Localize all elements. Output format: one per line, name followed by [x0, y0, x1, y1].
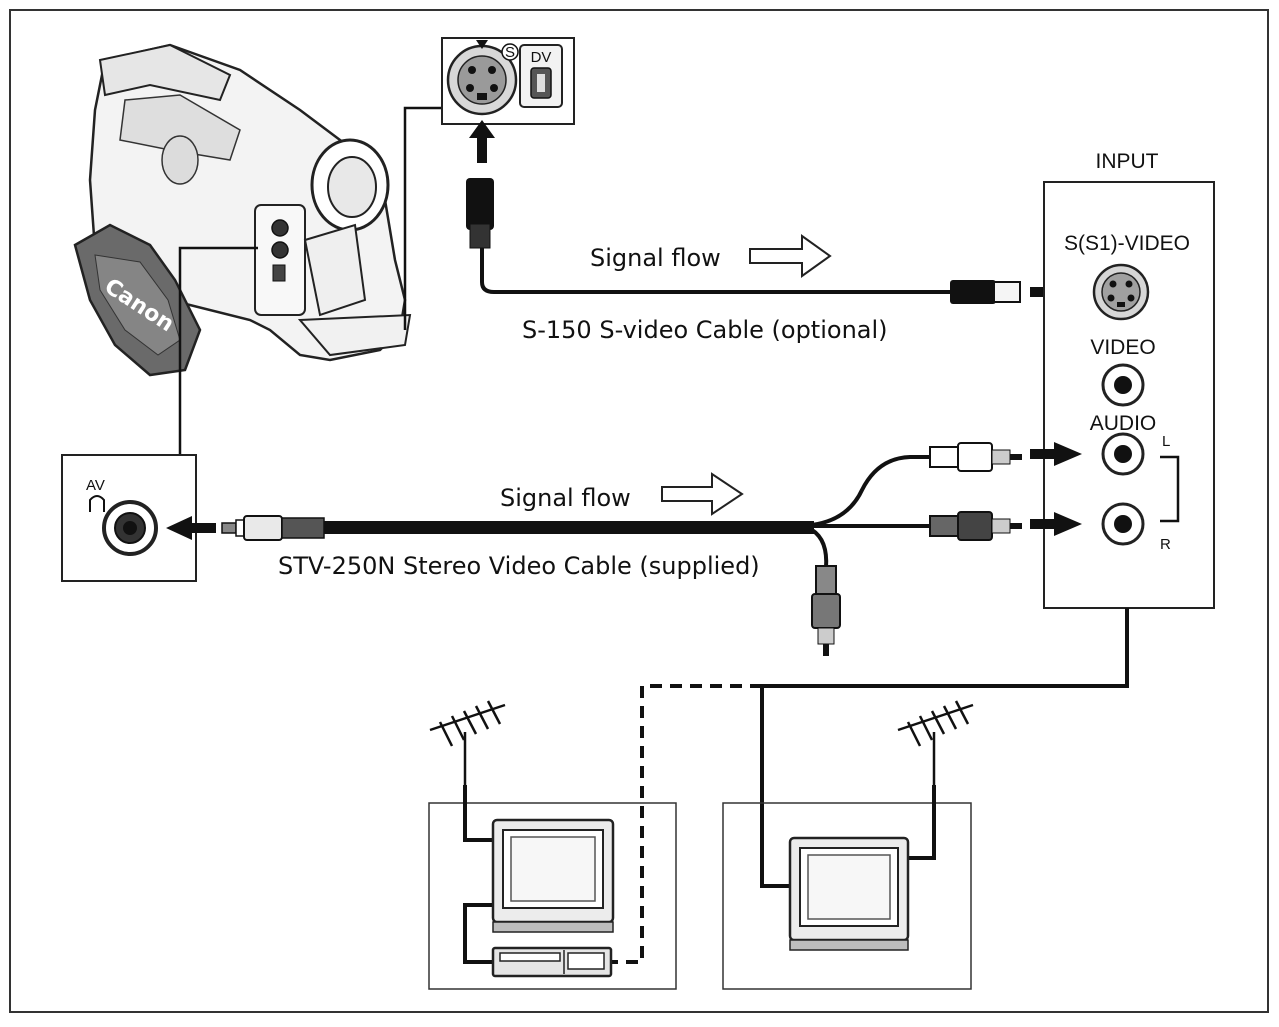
- mini-plug-icon: [243, 515, 283, 541]
- av-leader-line: [178, 246, 258, 455]
- tv-direct: [722, 700, 974, 990]
- left-arrow-shaft: [188, 523, 216, 533]
- microphone-grill: [161, 135, 199, 185]
- camcorder-top: [98, 43, 232, 102]
- camcorder: Canon: [73, 43, 412, 377]
- s-video-plug-top: [466, 178, 494, 230]
- input-panel-title: INPUT: [1096, 150, 1159, 173]
- signal-flow-arrow-icon: [749, 234, 832, 278]
- stereo-video-cable: [221, 442, 1082, 656]
- left-arrow-icon: [166, 516, 192, 540]
- s-video-cable-line: [480, 248, 952, 294]
- white-rca-plug-icon: [929, 446, 959, 468]
- cable-branch-yellow: [810, 528, 829, 569]
- stereo-cable-label: STV-250N Stereo Video Cable (supplied): [278, 552, 760, 580]
- antenna-icon: [429, 700, 506, 785]
- signal-flow-arrow-icon: [661, 472, 744, 516]
- tv-vcr-frame: [428, 802, 677, 990]
- dv-port-label: DV: [531, 49, 552, 66]
- up-arrow-icon: [469, 120, 495, 138]
- cover-hinge: [297, 313, 412, 357]
- audio-lr-bracket: [1160, 455, 1180, 523]
- tv-with-vcr: [428, 700, 677, 990]
- av-terminal-label: AV: [86, 477, 105, 494]
- audio-input-label: AUDIO: [1090, 412, 1157, 435]
- audio-left-label: L: [1162, 433, 1170, 450]
- right-arrow-icon: [1054, 442, 1082, 466]
- terminal-cover: [303, 223, 367, 317]
- terminal-jack-icon: [271, 219, 289, 237]
- headphone-icon: [89, 495, 105, 512]
- video-input-label: VIDEO: [1090, 336, 1155, 359]
- camcorder-terminal-panel: [254, 204, 306, 316]
- red-rca-plug-icon: [929, 515, 959, 537]
- av-terminal: AV: [61, 454, 197, 582]
- terminal-port-icon: [272, 264, 286, 282]
- yellow-rca-plug-icon: [815, 565, 837, 595]
- tv-direct-frame: [722, 802, 972, 990]
- grip-strap-inner: [94, 254, 181, 356]
- stereo-signal-flow-label: Signal flow: [500, 484, 631, 512]
- audio-right-label: R: [1160, 536, 1171, 553]
- antenna-icon: [897, 700, 974, 785]
- stereo-cable-main: [324, 521, 814, 534]
- s-video-signal-flow-label: Signal flow: [590, 244, 721, 272]
- top-port-panel: S DV: [441, 37, 575, 125]
- s-video-plug-right: [950, 280, 996, 304]
- port-marker-icon: [476, 40, 488, 49]
- tv-input-panel: INPUT S(S1)-VIDEO VIDEO AUDIO L R: [1043, 150, 1215, 609]
- lens-inner: [327, 156, 377, 218]
- s-video-input-label: S(S1)-VIDEO: [1064, 232, 1190, 255]
- up-arrow-shaft: [477, 135, 487, 163]
- s-video-cable-label: S-150 S-video Cable (optional): [522, 316, 888, 344]
- camcorder-panel: [119, 94, 241, 161]
- vcr-connection-line-dashed: [612, 684, 762, 964]
- right-arrow-icon: [1054, 512, 1082, 536]
- s-marker-label: S: [505, 44, 515, 61]
- svideo-leader-line: [403, 106, 442, 330]
- terminal-jack-icon: [271, 241, 289, 259]
- cable-branch-white: [811, 455, 932, 527]
